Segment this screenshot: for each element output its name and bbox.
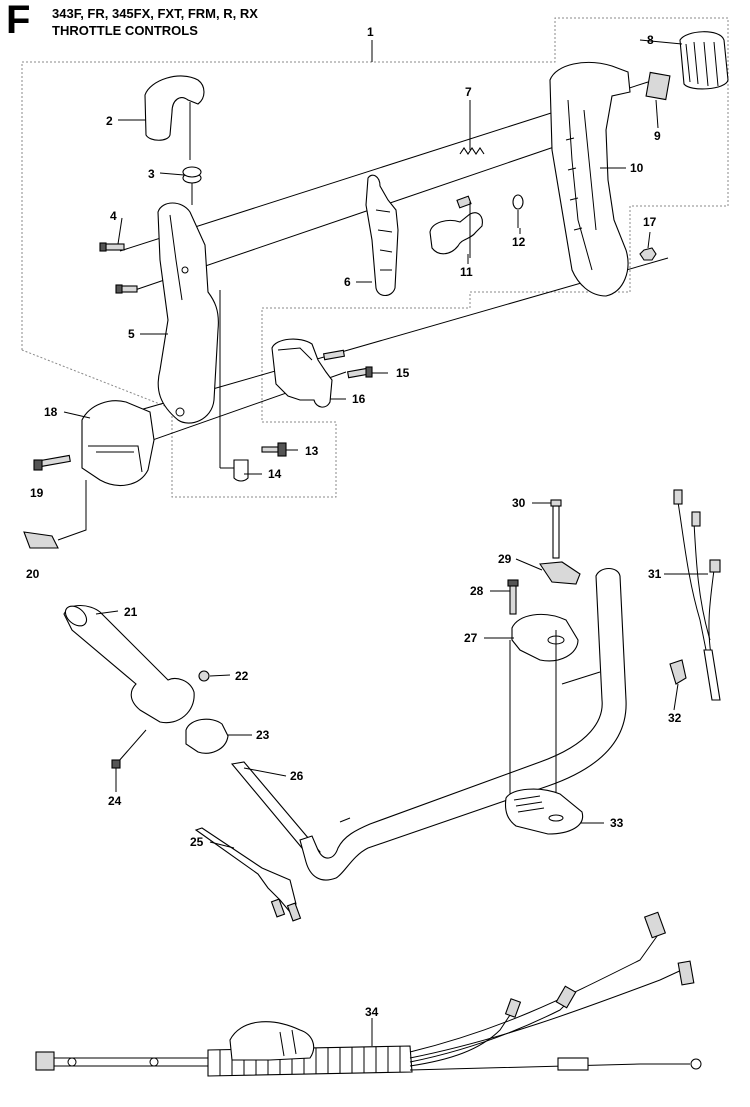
callout-10: 10: [630, 161, 644, 175]
part-5-handle-half: [157, 202, 219, 424]
callout-28: 28: [470, 584, 484, 598]
diagram-title: THROTTLE CONTROLS: [52, 23, 198, 38]
part-2-lockout: [144, 75, 205, 141]
model-list: 343F, FR, 345FX, FXT, FRM, R, RX: [52, 6, 258, 21]
part-23-clamp: [185, 718, 229, 754]
part-32-clip: [669, 659, 687, 685]
part-11-stop-switch: [429, 212, 483, 255]
part-24-screw: [111, 729, 147, 769]
callout-27: 27: [464, 631, 478, 645]
part-16-bracket: [271, 338, 333, 408]
part-12-spring: [512, 194, 524, 210]
part-22-washer: [198, 670, 210, 682]
part-26-cover: [230, 761, 321, 861]
callout-13: 13: [305, 444, 319, 458]
part-19-screw: [33, 454, 71, 471]
callout-6: 6: [344, 275, 351, 289]
part-20-switch: [23, 531, 59, 549]
part-33-clamp: [504, 788, 584, 835]
callout-26: 26: [290, 769, 304, 783]
part-7-spring: [459, 147, 485, 155]
part-28-screw: [507, 579, 519, 615]
callout-1: 1: [367, 25, 374, 39]
part-10-handle-half: [549, 61, 631, 297]
part-25-cable: [194, 827, 297, 913]
callout-31: 31: [648, 567, 662, 581]
callout-22: 22: [235, 669, 249, 683]
part-18-housing: [81, 400, 155, 486]
callout-14: 14: [268, 467, 282, 481]
callout-16: 16: [352, 392, 366, 406]
part-34-cable-harness: [35, 911, 702, 1077]
part-29-nut: [539, 561, 581, 585]
callout-19: 19: [30, 486, 44, 500]
callout-5: 5: [128, 327, 135, 341]
part-30-bolt: [550, 499, 562, 559]
part-4-screw: [99, 242, 125, 252]
callout-30: 30: [512, 496, 526, 510]
callout-23: 23: [256, 728, 270, 742]
part-6-trigger: [365, 174, 399, 297]
callout-8: 8: [647, 33, 654, 47]
part-15-screw: [322, 349, 373, 379]
part-31-harness: [677, 501, 715, 691]
callout-15: 15: [396, 366, 410, 380]
part-8-grip: [679, 31, 729, 90]
section-letter: F: [6, 0, 31, 42]
part-4-screw: [115, 284, 138, 294]
part-9-switch: [645, 71, 671, 101]
callout-7: 7: [465, 85, 472, 99]
callout-4: 4: [110, 209, 117, 223]
callout-3: 3: [148, 167, 155, 181]
group-boundary-1: [21, 17, 729, 498]
part-17-nut: [639, 247, 657, 261]
part-27-clamp: [511, 613, 579, 662]
callout-18: 18: [44, 405, 58, 419]
callout-29: 29: [498, 552, 512, 566]
callout-17: 17: [643, 215, 657, 229]
callout-12: 12: [512, 235, 526, 249]
callout-25: 25: [190, 835, 204, 849]
callout-11: 11: [460, 265, 473, 279]
callout-20: 20: [26, 567, 40, 581]
callout-24: 24: [108, 794, 122, 808]
callout-34: 34: [365, 1005, 379, 1019]
part-21-grip: [63, 604, 195, 724]
callout-21: 21: [124, 605, 138, 619]
callout-9: 9: [654, 129, 661, 143]
callout-2: 2: [106, 114, 113, 128]
loop-handle: [299, 567, 627, 881]
callout-33: 33: [610, 816, 624, 830]
part-13-screw: [261, 442, 287, 457]
callout-32: 32: [668, 711, 682, 725]
part-14-clip: [233, 459, 249, 482]
